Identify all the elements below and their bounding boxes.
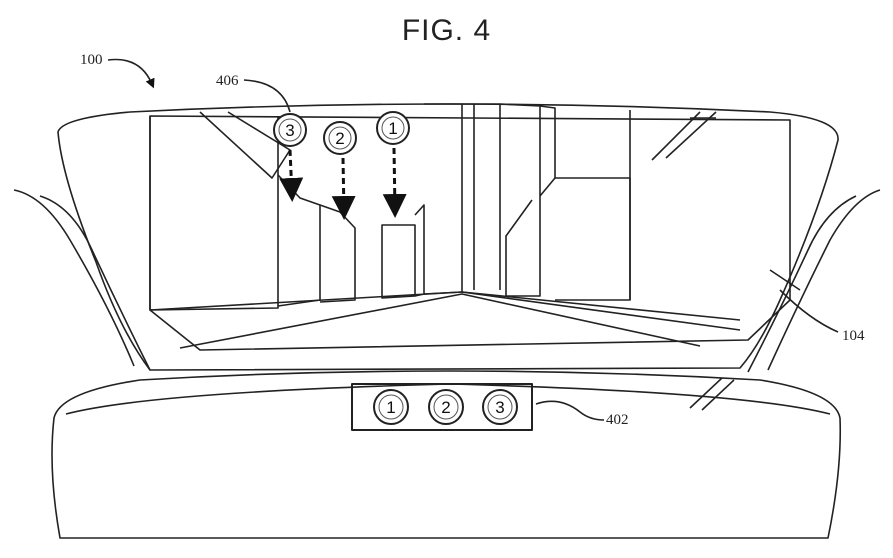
dashboard-button-1[interactable]: 1 [373, 389, 409, 425]
ref-label-406: 406 [216, 73, 239, 89]
ref-leader-402 [535, 400, 605, 421]
road [149, 291, 741, 321]
a-pillar-left [13, 189, 135, 367]
building-center [381, 224, 416, 299]
dashboard-button-panel [351, 383, 533, 431]
hud-arrow-3 [279, 149, 304, 202]
ref-label-100: 100 [80, 52, 103, 68]
ref-leader-406 [243, 79, 291, 113]
ref-leader-104 [779, 289, 839, 333]
hud-arrow-2 [331, 157, 356, 220]
hud-marker-2-label: 2 [335, 129, 344, 148]
hud-arrow-1 [382, 147, 407, 218]
dashboard-button-2[interactable]: 2 [428, 389, 464, 425]
dashboard-button-2-label: 2 [441, 398, 450, 417]
ref-label-104: 104 [842, 328, 865, 344]
dashboard-button-3-label: 3 [495, 398, 504, 417]
hud-marker-3[interactable]: 3 [273, 113, 307, 147]
hud-marker-1[interactable]: 1 [376, 111, 410, 145]
ref-label-402: 402 [606, 412, 629, 428]
dashboard-button-3[interactable]: 3 [482, 389, 518, 425]
dashboard-button-1-label: 1 [386, 398, 395, 417]
figure-title: FIG. 4 [401, 14, 492, 47]
hud-marker-3-label: 3 [285, 121, 294, 140]
ref-leader-100 [107, 58, 155, 89]
a-pillar-right [767, 189, 881, 371]
hud-marker-2[interactable]: 2 [323, 121, 357, 155]
dashboard [51, 370, 842, 539]
windshield-frame [57, 103, 839, 371]
building-left [149, 116, 279, 311]
hud-marker-1-label: 1 [388, 119, 397, 138]
